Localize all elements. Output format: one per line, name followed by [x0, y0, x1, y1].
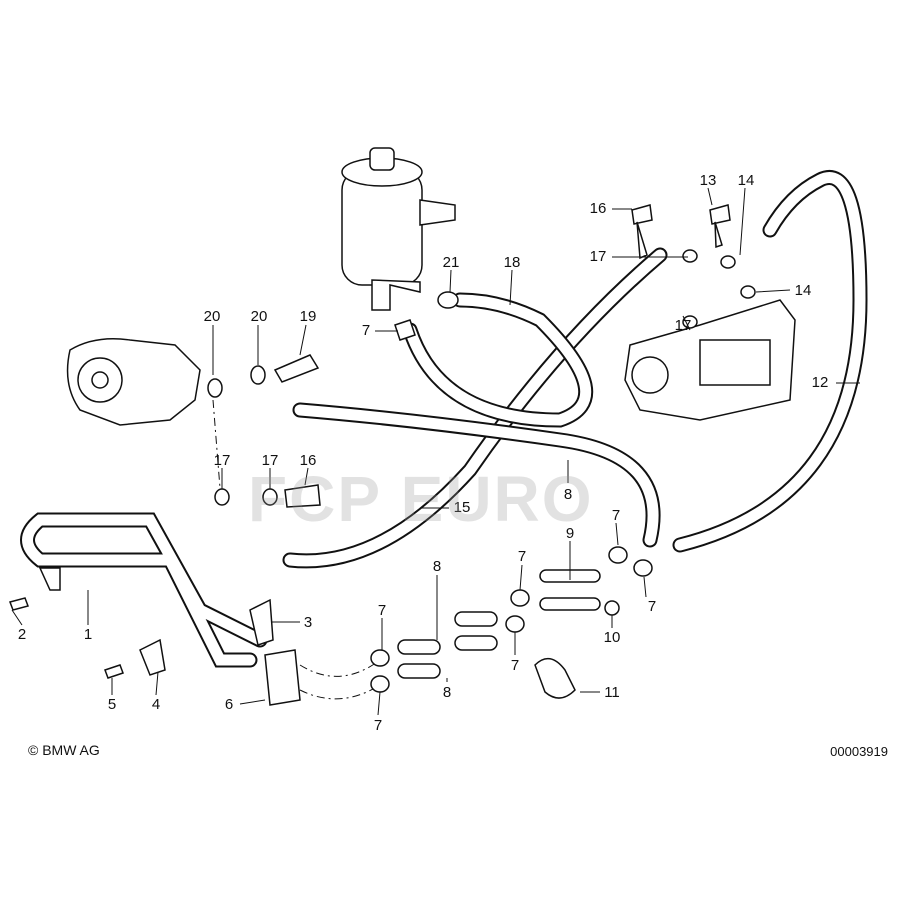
callout-2: 2: [18, 626, 26, 643]
callout-14: 14: [738, 172, 755, 189]
leader-lines: [11, 187, 860, 716]
callout-8: 8: [443, 684, 451, 701]
callout-14: 14: [795, 282, 812, 299]
callout-20: 20: [251, 308, 268, 325]
callout-7: 7: [518, 548, 526, 565]
callout-17: 17: [262, 452, 279, 469]
callout-12: 12: [812, 374, 829, 391]
steering-gear: [624, 299, 796, 421]
callout-19: 19: [300, 308, 317, 325]
callout-16: 16: [590, 200, 607, 217]
callout-20: 20: [204, 308, 221, 325]
callout-7: 7: [648, 598, 656, 615]
copyright-text: © BMW AG: [28, 742, 100, 758]
callout-10: 10: [604, 629, 621, 646]
callout-21: 21: [443, 254, 460, 271]
callout-3: 3: [304, 614, 312, 631]
power-steering-pump: [66, 338, 201, 426]
oil-cooler-pipe: [20, 512, 381, 706]
hoses: [282, 170, 868, 569]
callout-8: 8: [433, 558, 441, 575]
callout-4: 4: [152, 696, 160, 713]
callout-8: 8: [564, 486, 572, 503]
callout-11: 11: [604, 684, 620, 701]
callout-13: 13: [700, 172, 717, 189]
callout-7: 7: [378, 602, 386, 619]
callout-17: 17: [675, 317, 692, 334]
callout-5: 5: [108, 696, 116, 713]
callout-16: 16: [300, 452, 317, 469]
watermark: FCP EURO: [248, 463, 594, 535]
callout-labels: 20 20 19 21 18 7 16 17 13 14 14 17 12 17…: [18, 172, 829, 734]
diagram-number: 00003919: [830, 744, 888, 759]
callout-15: 15: [454, 499, 471, 516]
callout-18: 18: [504, 254, 521, 271]
callout-1: 1: [84, 626, 92, 643]
callout-17: 17: [590, 248, 607, 265]
callout-7: 7: [374, 717, 382, 734]
callout-7: 7: [511, 657, 519, 674]
callout-7: 7: [612, 507, 620, 524]
callout-7: 7: [362, 322, 370, 339]
reservoir: [341, 147, 456, 311]
callout-9: 9: [566, 525, 574, 542]
callout-6: 6: [225, 696, 233, 713]
callout-17: 17: [214, 452, 231, 469]
